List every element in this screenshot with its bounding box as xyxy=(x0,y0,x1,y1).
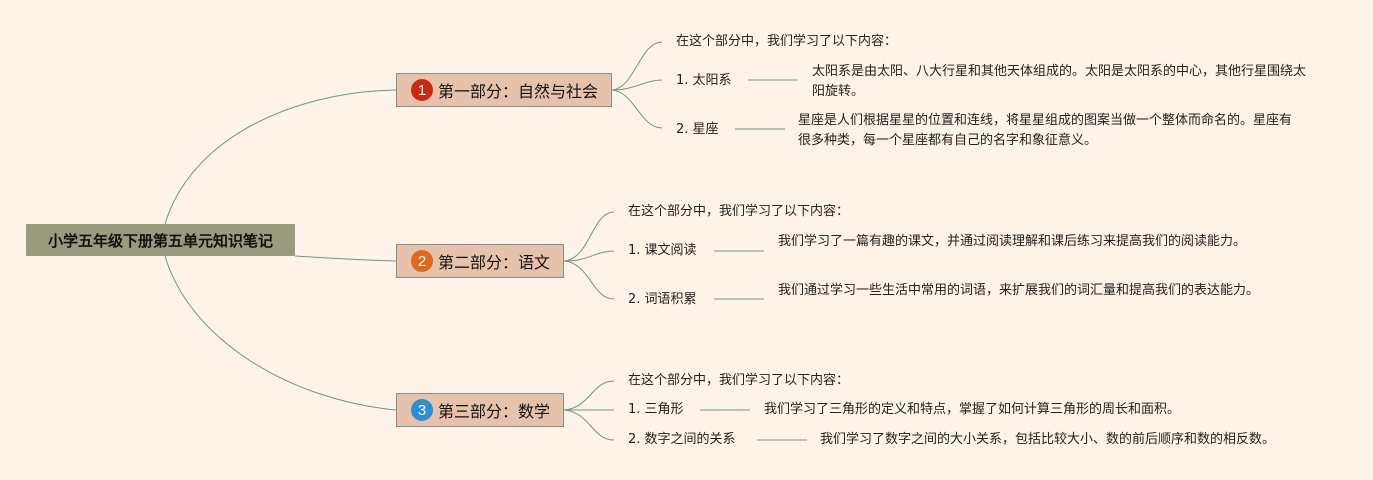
connector-b1-item1 xyxy=(611,79,663,91)
branch-1-item-1-label: 1. 太阳系 xyxy=(676,73,732,88)
root-node[interactable]: 小学五年级下册第五单元知识笔记 xyxy=(26,224,295,256)
branch-node-3[interactable]: 3 第三部分：数学 xyxy=(396,393,564,427)
branch-1-item-2-label: 2. 星座 xyxy=(676,122,719,137)
connector-root-branch-3 xyxy=(164,255,397,411)
branch-3-item-2-desc: 我们学习了数字之间的大小关系，包括比较大小、数的前后顺序和数的相反数。 xyxy=(820,432,1276,447)
branch-label-2: 第二部分：语文 xyxy=(438,253,551,272)
connector-b2-item1 xyxy=(563,250,615,262)
connector-b3-item2 xyxy=(563,409,615,441)
connector-root-branch-2 xyxy=(294,255,397,262)
number-badge-1: 1 xyxy=(411,79,433,101)
branch-1-intro: 在这个部分中，我们学习了以下内容： xyxy=(676,34,898,49)
connector-b1-item2 xyxy=(611,89,663,129)
branch-node-2[interactable]: 2 第二部分：语文 xyxy=(396,244,564,278)
connector-b2-intro xyxy=(563,211,615,262)
connector-root-branch-1 xyxy=(164,89,397,225)
connector-b3-intro xyxy=(563,380,615,411)
connector-b2-item2 xyxy=(563,260,615,300)
branch-1-item-2-desc: 星座是人们根据星星的位置和连线，将星星组成的图案当做一个整体而命名的。星座有很多… xyxy=(798,113,1293,148)
branch-2-item-1-label: 1. 课文阅读 xyxy=(628,243,697,258)
number-badge-2: 2 xyxy=(411,250,433,272)
branch-3-item-1-desc: 我们学习了三角形的定义和特点，掌握了如何计算三角形的周长和面积。 xyxy=(764,402,1181,417)
branch-1-item-1-desc: 太阳系是由太阳、八大行星和其他天体组成的。太阳是太阳系的中心，其他行星围绕太阳旋… xyxy=(812,64,1307,99)
connector-b1-intro xyxy=(611,41,663,91)
branch-3-item-1-label: 1. 三角形 xyxy=(628,402,684,417)
branch-node-1[interactable]: 1 第一部分：自然与社会 xyxy=(396,73,612,107)
branch-2-item-2-label: 2. 词语积累 xyxy=(628,292,697,307)
number-badge-3: 3 xyxy=(411,399,433,421)
branch-label-1: 第一部分：自然与社会 xyxy=(438,82,599,101)
branch-2-item-1-desc: 我们学习了一篇有趣的课文，并通过阅读理解和课后练习来提高我们的阅读能力。 xyxy=(778,234,1247,249)
branch-3-intro: 在这个部分中，我们学习了以下内容： xyxy=(628,373,850,388)
branch-2-item-2-desc: 我们通过学习一些生活中常用的词语，来扩展我们的词汇量和提高我们的表达能力。 xyxy=(778,283,1260,298)
branch-3-item-2-label: 2. 数字之间的关系 xyxy=(628,432,736,447)
root-title: 小学五年级下册第五单元知识笔记 xyxy=(47,231,273,250)
branch-label-3: 第三部分：数学 xyxy=(438,402,551,421)
branch-2-intro: 在这个部分中，我们学习了以下内容： xyxy=(628,204,850,219)
